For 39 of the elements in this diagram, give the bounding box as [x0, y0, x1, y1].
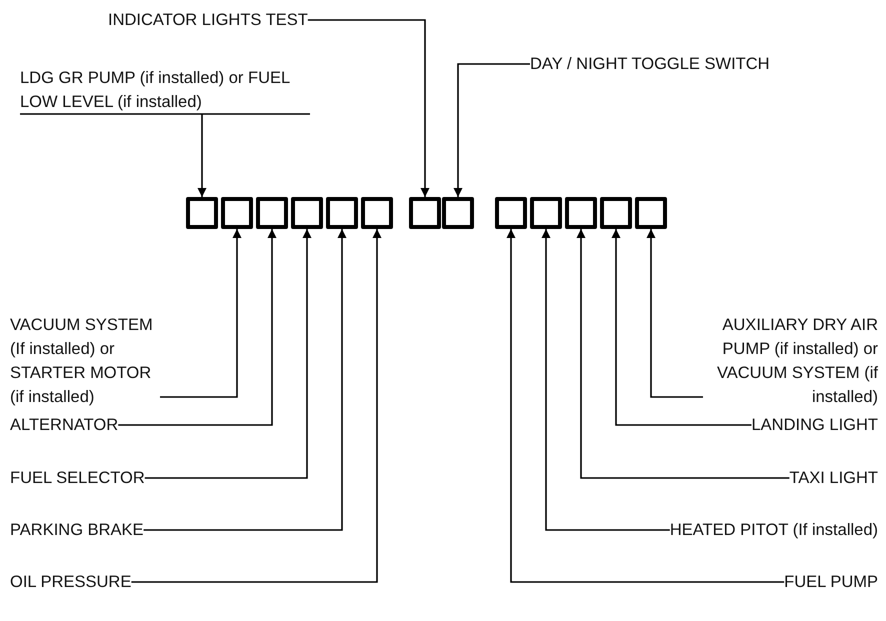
- indicator-lamp: [186, 197, 218, 229]
- indicator-lamp: [635, 197, 667, 229]
- indicator-lamp: [221, 197, 253, 229]
- indicator-lamp: [495, 197, 527, 229]
- leader-arrow: [118, 229, 276, 426]
- leader-arrow: [144, 229, 312, 479]
- indicator-lamp: [291, 197, 323, 229]
- leader-arrow: [612, 229, 752, 426]
- indicator-lamp: [409, 197, 441, 229]
- leader-arrow: [576, 229, 790, 479]
- callout-label: AUXILIARY DRY AIR PUMP (if installed) or VACUUM SYSTEM (if installed): [703, 313, 878, 409]
- leader-arrow: [131, 229, 382, 583]
- callout-label: DAY / NIGHT TOGGLE SWITCH: [530, 52, 770, 76]
- leader-arrow: [454, 63, 530, 197]
- indicator-lamp: [600, 197, 632, 229]
- callout-label: FUEL PUMP: [784, 570, 878, 594]
- callout-label: FUEL SELECTOR: [10, 466, 145, 490]
- leader-arrow: [542, 229, 670, 531]
- callout-label: LDG GR PUMP (if installed) or FUEL LOW LEVEL (if installed): [20, 66, 310, 114]
- leader-arrow: [646, 229, 703, 398]
- callout-label: VACUUM SYSTEM (If installed) or STARTER MOTOR (if installed): [10, 313, 160, 409]
- indicator-lamp: [442, 197, 474, 229]
- callout-label: PARKING BRAKE: [10, 518, 144, 542]
- leader-arrow: [308, 19, 430, 197]
- indicator-lamp: [326, 197, 358, 229]
- leader-arrow: [19, 113, 311, 198]
- callout-label: TAXI LIGHT: [789, 466, 878, 490]
- indicator-lamp: [361, 197, 393, 229]
- callout-label: OIL PRESSURE: [10, 570, 132, 594]
- indicator-lamp: [565, 197, 597, 229]
- callout-label: HEATED PITOT (If installed): [670, 518, 878, 542]
- leader-arrow: [144, 229, 346, 531]
- leader-arrow: [506, 229, 784, 583]
- indicator-lamp: [256, 197, 288, 229]
- callout-label: ALTERNATOR: [10, 413, 118, 437]
- leader-arrow: [160, 229, 242, 398]
- indicator-lamp: [530, 197, 562, 229]
- callout-label: LANDING LIGHT: [751, 413, 878, 437]
- callout-label: INDICATOR LIGHTS TEST: [108, 8, 308, 32]
